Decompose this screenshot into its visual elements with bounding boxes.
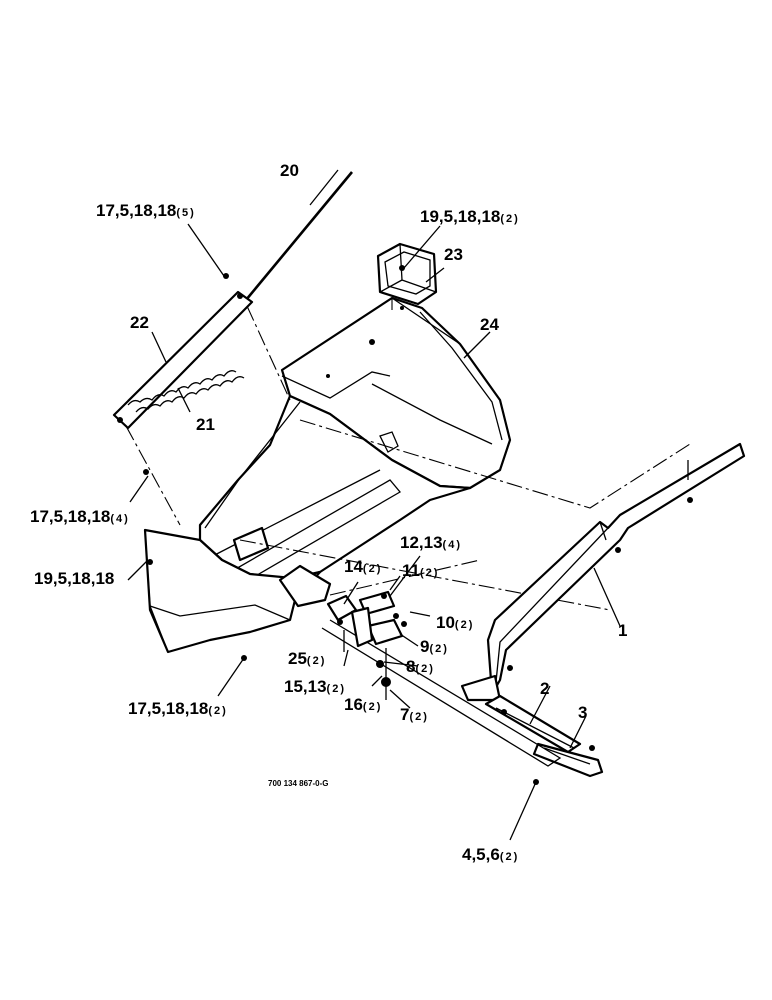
callout-22: 22 [130, 313, 149, 332]
frame-arm-part-1 [460, 442, 746, 702]
hinge-part-21-22 [112, 290, 254, 430]
leader-lines [127, 223, 621, 841]
callout-17-5-18-18-qty2: 17,5,18,18(2) [128, 699, 228, 718]
callout-24: 24 [480, 315, 499, 334]
shield-body-part-24 [143, 296, 512, 654]
callout-1: 1 [618, 621, 627, 640]
callout-14-qty2: 14(2) [344, 557, 382, 576]
callout-16-qty2: 16(2) [344, 695, 382, 714]
callout-4-5-6-qty2: 4,5,6(2) [462, 845, 519, 864]
callout-21: 21 [196, 415, 215, 434]
callout-25-qty2: 25(2) [288, 649, 326, 668]
callout-17-5-18-18-qty5: 17,5,18,18(5) [96, 201, 196, 220]
callout-23: 23 [444, 245, 463, 264]
lower-rail [321, 619, 562, 767]
callout-7-qty2: 7(2) [400, 705, 429, 724]
callout-8-qty2: 8(2) [406, 657, 435, 676]
callout-19-5-18-18: 19,5,18,18 [34, 569, 114, 588]
callout-20: 20 [280, 161, 299, 180]
callout-2: 2 [540, 679, 549, 698]
callout-10-qty2: 10(2) [436, 613, 474, 632]
rod-part-20 [244, 169, 354, 301]
callout-11-qty2: 11(2) [402, 561, 439, 580]
callout-19-5-18-18-qty2: 19,5,18,18(2) [420, 207, 520, 226]
callout-17-5-18-18-qty4: 17,5,18,18(4) [30, 507, 130, 526]
callout-labels: 20 17,5,18,18(5) 19,5,18,18(2) 23 22 24 … [30, 161, 627, 864]
callout-9-qty2: 9(2) [420, 637, 449, 656]
callout-3: 3 [578, 703, 587, 722]
hardware-cluster [326, 590, 407, 700]
callout-12-13-qty4: 12,13(4) [400, 533, 462, 552]
bracket-part-2 [484, 694, 582, 754]
drawing-number: 700 134 867-0-G [268, 779, 329, 788]
assembly-centerlines [125, 298, 691, 611]
callout-15-13-qty2: 15,13(2) [284, 677, 346, 696]
bracket-part-23 [376, 242, 438, 306]
